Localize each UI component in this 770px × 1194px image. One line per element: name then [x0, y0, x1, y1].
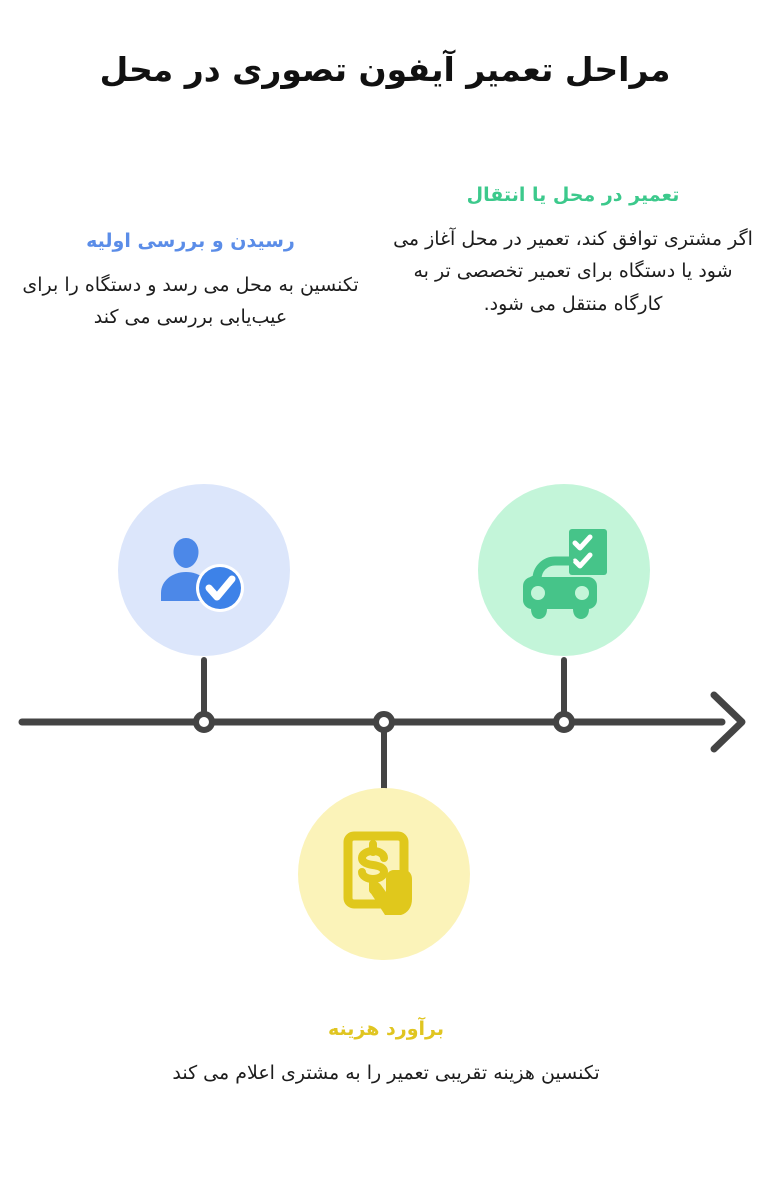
- step-2-text-block: تعمیر در محل یا انتقال اگر مشتری توافق ک…: [392, 182, 754, 321]
- step-3-icon-circle[interactable]: [298, 788, 470, 960]
- step-2-icon-circle[interactable]: [478, 484, 650, 656]
- timeline-arrowhead: [710, 691, 746, 753]
- step-3-text-block: برآورد هزینه تکنسین هزینه تقریبی تعمیر ر…: [172, 1016, 600, 1089]
- step-1-text-block: رسیدن و بررسی اولیه تکنسین به محل می رسد…: [18, 228, 363, 334]
- step-2-heading: تعمیر در محل یا انتقال: [466, 184, 680, 206]
- timeline-node-1[interactable]: [193, 711, 215, 733]
- car-checklist-icon: [523, 529, 607, 619]
- step-1-icon-circle[interactable]: [118, 484, 290, 656]
- step-3-heading: برآورد هزینه: [328, 1018, 444, 1040]
- cost-estimate-document-icon: [343, 831, 412, 915]
- step-1-heading: رسیدن و بررسی اولیه: [86, 230, 295, 252]
- step-3-body: تکنسین هزینه تقریبی تعمیر را به مشتری اع…: [172, 1061, 600, 1084]
- timeline-node-2[interactable]: [553, 711, 575, 733]
- page-title: مراحل تعمیر آیفون تصوری در محل: [99, 50, 671, 90]
- step-2-body: اگر مشتری توافق کند، تعمیر در محل آغاز م…: [393, 227, 753, 315]
- person-check-icon: [161, 538, 244, 612]
- step-1-body: تکنسین به محل می رسد و دستگاه را برای عی…: [22, 273, 359, 329]
- timeline-node-3[interactable]: [373, 711, 395, 733]
